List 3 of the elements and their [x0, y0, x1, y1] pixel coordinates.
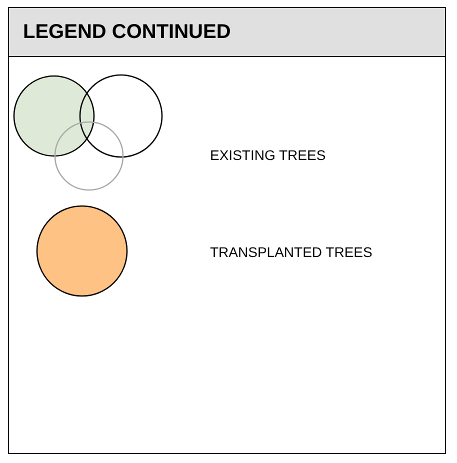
legend-label: TRANSPLANTED TREES [210, 244, 372, 260]
panel-title: LEGEND CONTINUED [23, 21, 231, 44]
legend-label: EXISTING TREES [210, 147, 326, 163]
